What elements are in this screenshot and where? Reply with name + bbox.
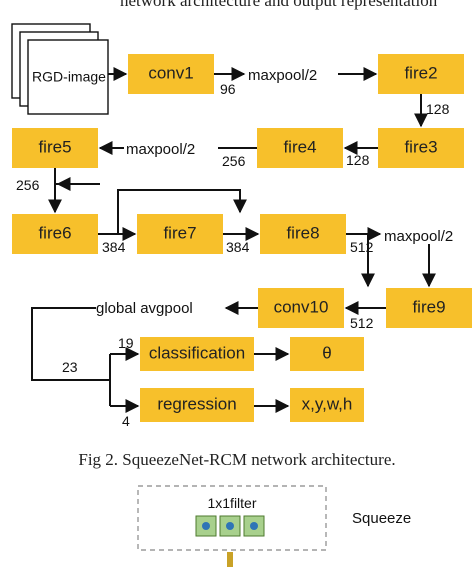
fire4-box — [257, 128, 343, 168]
maxpool-label-1: maxpool/2 — [248, 67, 317, 84]
theta-box — [290, 337, 364, 371]
fire6-box — [12, 214, 98, 254]
fire9-box — [386, 288, 472, 328]
fire3-label: fire3 — [404, 137, 437, 156]
fire8-label: fire8 — [286, 223, 319, 242]
fire3-box — [378, 128, 464, 168]
channel-384-a: 384 — [102, 239, 126, 255]
fire9-label: fire9 — [412, 297, 445, 316]
fire7-box — [137, 214, 223, 254]
figure-caption: Fig 2. SqueezeNet-RCM network architectu… — [78, 450, 395, 469]
filter-stem — [227, 552, 233, 567]
conv1-box — [128, 54, 214, 94]
conv1-label: conv1 — [148, 63, 193, 82]
channel-384-b: 384 — [226, 239, 250, 255]
theta-label: θ — [322, 343, 331, 362]
conv10-label: conv10 — [274, 297, 329, 316]
regression-label: regression — [157, 394, 236, 413]
fire7-label: fire7 — [163, 223, 196, 242]
fire5-box — [12, 128, 98, 168]
regression-box — [140, 388, 254, 422]
channel-512-b: 512 — [350, 315, 374, 331]
fire4-label: fire4 — [283, 137, 316, 156]
maxpool-label-2: maxpool/2 — [126, 141, 195, 158]
channel-128-b: 128 — [346, 152, 370, 168]
global-avgpool-label: global avgpool — [96, 300, 193, 317]
edge-fire5-elbow — [54, 168, 100, 185]
maxpool-label-3: maxpool/2 — [384, 228, 453, 245]
channel-96: 96 — [220, 81, 236, 97]
edge-avgpool-split — [31, 307, 110, 381]
top-caption-fragment: network architecture and output represen… — [120, 0, 438, 10]
channel-128-a: 128 — [426, 101, 450, 117]
input-label: RGD-image — [32, 69, 106, 85]
squeeze-dashed-frame — [137, 485, 327, 551]
classification-label: classification — [149, 343, 245, 362]
channel-23: 23 — [62, 359, 78, 375]
edge-bypass — [117, 189, 247, 234]
fire2-label: fire2 — [404, 63, 437, 82]
classification-box — [140, 337, 254, 371]
squeeze-label: Squeeze — [352, 510, 411, 527]
bbox-box — [290, 388, 364, 422]
channel-512-a: 512 — [350, 239, 374, 255]
fire6-label: fire6 — [38, 223, 71, 242]
filter-dot-3 — [250, 522, 258, 530]
fire8-box — [260, 214, 346, 254]
channel-256-a: 256 — [222, 153, 246, 169]
filter-dot-2 — [226, 522, 234, 530]
channel-4: 4 — [122, 413, 130, 429]
conv10-box — [258, 288, 344, 328]
squeeze-module: 1x1filter Squeeze — [137, 485, 411, 567]
filter-dot-1 — [202, 522, 210, 530]
filter-label: 1x1filter — [207, 495, 256, 511]
input-image-stack: RGD-image — [11, 23, 109, 115]
channel-256-b: 256 — [16, 177, 40, 193]
bbox-label: x,y,w,h — [302, 394, 353, 413]
channel-19: 19 — [118, 335, 134, 351]
edges — [31, 67, 436, 413]
fire2-box — [378, 54, 464, 94]
fire5-label: fire5 — [38, 137, 71, 156]
